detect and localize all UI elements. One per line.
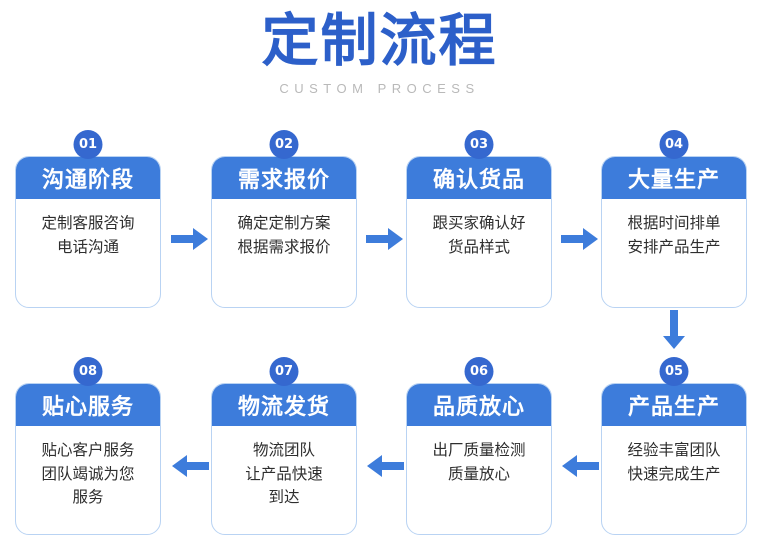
page-title: 定制流程 <box>261 8 498 74</box>
step-title-05: 产品生产 <box>602 384 746 426</box>
arrow-down-icon-04-05 <box>661 310 687 350</box>
arrow-right-icon-02-03 <box>366 226 404 252</box>
step-description-04: 根据时间排单 安排产品生产 <box>627 214 721 256</box>
flow-step-card-08[interactable]: 08 贴心服务 贴心客户服务 团队竭诚为您 服务 <box>15 357 161 535</box>
flow-step-card-07[interactable]: 07 物流发货 物流团队 让产品快速 到达 <box>211 357 357 535</box>
flow-row-top: 01 沟通阶段 定制客服咨询 电话沟通 02 需求报价 确定定制方案 根据需求报… <box>0 128 759 308</box>
step-title-04: 大量生产 <box>602 157 746 199</box>
step-description-06: 出厂质量检测 质量放心 <box>432 441 526 483</box>
step-badge-04: 04 <box>659 130 689 159</box>
arrow-left-icon-07-08 <box>171 453 209 479</box>
step-description-05: 经验丰富团队 快速完成生产 <box>627 441 721 483</box>
arrow-left-icon-05-06 <box>561 453 599 479</box>
flow-step-card-06[interactable]: 06 品质放心 出厂质量检测 质量放心 <box>406 357 552 535</box>
step-description-07: 物流团队 让产品快速 到达 <box>245 441 323 507</box>
step-badge-02: 02 <box>269 130 299 159</box>
flow-step-card-01[interactable]: 01 沟通阶段 定制客服咨询 电话沟通 <box>15 130 161 308</box>
step-badge-01: 01 <box>73 130 103 159</box>
step-badge-08: 08 <box>73 357 103 386</box>
step-description-08: 贴心客户服务 团队竭诚为您 服务 <box>41 441 135 507</box>
arrow-left-icon-06-07 <box>366 453 404 479</box>
step-badge-07: 07 <box>269 357 299 386</box>
flow-step-card-05[interactable]: 05 产品生产 经验丰富团队 快速完成生产 <box>601 357 747 535</box>
step-badge-06: 06 <box>464 357 494 386</box>
step-badge-03: 03 <box>464 130 494 159</box>
step-title-07: 物流发货 <box>212 384 356 426</box>
step-title-06: 品质放心 <box>407 384 551 426</box>
step-description-01: 定制客服咨询 电话沟通 <box>41 214 135 256</box>
page-header: 定制流程 CUSTOM PROCESS <box>0 0 759 120</box>
step-description-02: 确定定制方案 根据需求报价 <box>237 214 331 256</box>
flow-step-card-03[interactable]: 03 确认货品 跟买家确认好 货品样式 <box>406 130 552 308</box>
step-description-03: 跟买家确认好 货品样式 <box>432 214 526 256</box>
step-title-08: 贴心服务 <box>16 384 160 426</box>
step-title-02: 需求报价 <box>212 157 356 199</box>
arrow-right-icon-03-04 <box>561 226 599 252</box>
step-title-01: 沟通阶段 <box>16 157 160 199</box>
arrow-right-icon-01-02 <box>171 226 209 252</box>
flow-step-card-02[interactable]: 02 需求报价 确定定制方案 根据需求报价 <box>211 130 357 308</box>
flow-step-card-04[interactable]: 04 大量生产 根据时间排单 安排产品生产 <box>601 130 747 308</box>
step-badge-05: 05 <box>659 357 689 386</box>
flow-row-bottom: 08 贴心服务 贴心客户服务 团队竭诚为您 服务 07 物流发货 物流团队 让产… <box>0 355 759 535</box>
page-subtitle: CUSTOM PROCESS <box>279 81 480 97</box>
step-title-03: 确认货品 <box>407 157 551 199</box>
